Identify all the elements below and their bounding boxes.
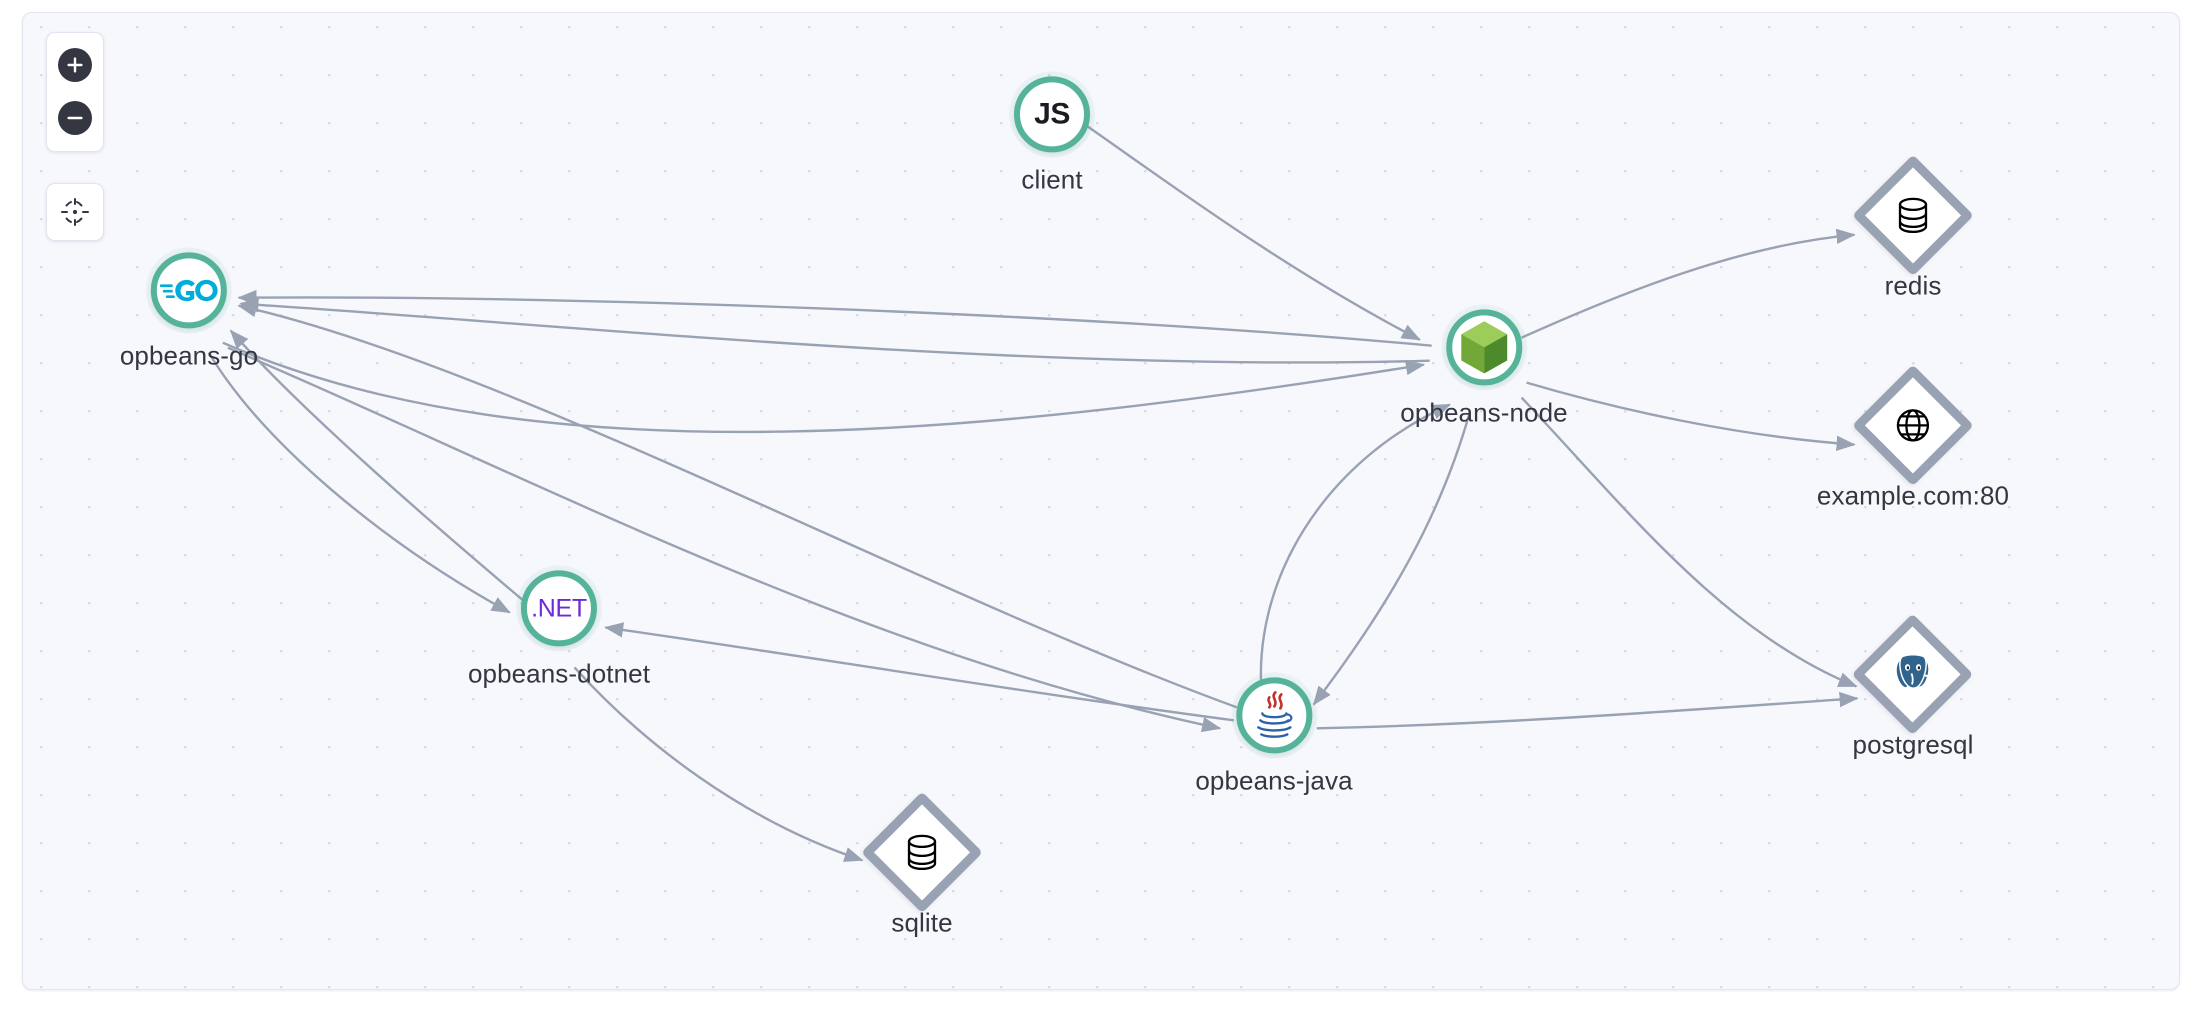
- edge-opbeans-node-to-opbeans-java: [1312, 412, 1471, 706]
- node-opbeans-java[interactable]: opbeans-java: [1195, 677, 1353, 796]
- center-map-button[interactable]: [46, 183, 104, 241]
- node-label-opbeans-node: opbeans-node: [1400, 397, 1568, 428]
- dot-grid-background: [23, 13, 2179, 989]
- postgresql-icon: [1891, 653, 1935, 695]
- node-label-opbeans-go: opbeans-go: [119, 340, 259, 371]
- node-label-postgresql: postgresql: [1852, 729, 1974, 760]
- golang-icon: [151, 252, 227, 329]
- database-icon: [904, 833, 940, 871]
- node-sqlite[interactable]: sqlite: [861, 791, 983, 938]
- sqlite-diamond: [861, 791, 983, 914]
- edge-opbeans-java-to-postgresql: [1316, 691, 1859, 730]
- node-redis[interactable]: redis: [1852, 154, 1974, 301]
- node-label-client: client: [1021, 164, 1083, 195]
- edge-opbeans-node-to-postgresql: [1520, 396, 1858, 688]
- edge-opbeans-go-to-opbeans-dotnet: [207, 352, 511, 614]
- javascript-icon: JS: [1014, 76, 1090, 153]
- redis-diamond: [1852, 154, 1974, 277]
- postgresql-diamond: [1852, 613, 1974, 736]
- edge-opbeans-dotnet-to-sqlite: [573, 666, 864, 862]
- node-label-sqlite: sqlite: [891, 907, 953, 938]
- crosshair-center-icon: [61, 198, 89, 226]
- edge-opbeans-java-to-opbeans-node: [1259, 403, 1451, 697]
- node-label-example-com: example.com:80: [1816, 480, 2010, 511]
- globe-icon: [1894, 406, 1932, 444]
- node-example-com[interactable]: example.com:80: [1816, 364, 2010, 511]
- edge-opbeans-node-to-opbeans-go-2: [239, 297, 1430, 364]
- node-label-opbeans-java: opbeans-java: [1195, 765, 1353, 796]
- node-opbeans-node[interactable]: opbeans-node: [1400, 309, 1568, 428]
- edge-opbeans-java-to-opbeans-go: [237, 302, 1238, 709]
- plus-icon: [67, 57, 83, 73]
- edge-opbeans-dotnet-to-opbeans-go: [229, 329, 533, 609]
- node-opbeans-dotnet[interactable]: .NET opbeans-dotnet: [468, 570, 650, 689]
- edge-opbeans-go-to-opbeans-java: [227, 346, 1222, 733]
- edge-opbeans-node-to-example: [1526, 381, 1856, 451]
- edge-layer: [207, 109, 1859, 862]
- service-map-canvas[interactable]: JS client opbeans-go: [22, 12, 2180, 990]
- zoom-out-button[interactable]: [58, 101, 92, 135]
- node-postgresql[interactable]: postgresql: [1852, 613, 1974, 760]
- node-label-opbeans-dotnet: opbeans-dotnet: [467, 658, 651, 689]
- dotnet-icon: .NET: [520, 570, 597, 647]
- nodejs-icon: [1446, 309, 1522, 386]
- node-layer: JS client opbeans-go: [23, 13, 2179, 989]
- edge-opbeans-go-to-opbeans-node: [222, 341, 1426, 434]
- example-diamond: [1852, 364, 1974, 487]
- edge-opbeans-node-to-redis: [1521, 228, 1856, 339]
- edge-opbeans-node-to-opbeans-go: [237, 289, 1432, 347]
- edge-opbeans-java-to-opbeans-dotnet: [604, 622, 1235, 722]
- zoom-in-button[interactable]: [58, 48, 92, 82]
- database-icon: [1895, 196, 1931, 234]
- node-label-redis: redis: [1884, 270, 1942, 301]
- java-icon: [1235, 677, 1312, 754]
- zoom-controls-panel[interactable]: [46, 32, 104, 152]
- minus-icon: [67, 116, 83, 120]
- edge-client-to-opbeans-node: [1064, 109, 1421, 341]
- node-client[interactable]: JS client: [1014, 76, 1090, 195]
- node-opbeans-go[interactable]: opbeans-go: [120, 252, 258, 371]
